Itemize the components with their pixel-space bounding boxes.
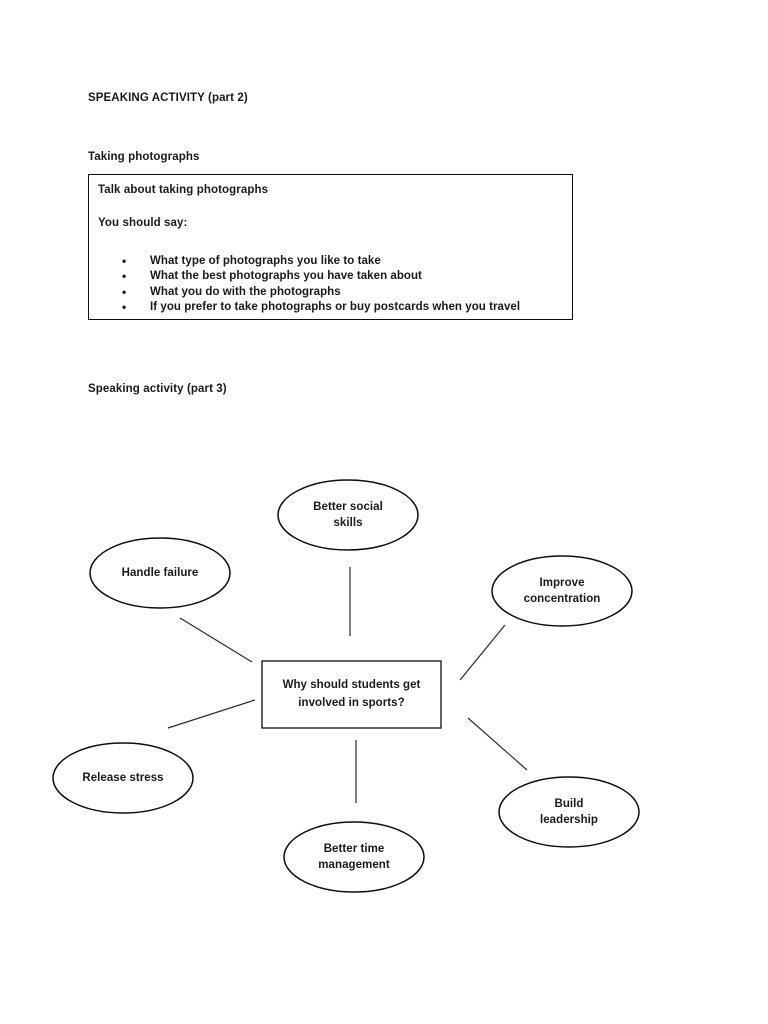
list-item-label: What type of photographs you like to tak…: [150, 255, 381, 267]
mindmap-node-better-time-management: [283, 821, 425, 893]
list-item: • What the best photographs you have tak…: [98, 269, 520, 284]
list-item-label: If you prefer to take photographs or buy…: [150, 301, 521, 314]
cue-card-prompt: You should say:: [98, 217, 188, 229]
bullet-dot-icon: •: [122, 300, 127, 315]
mindmap-canvas: [52, 479, 640, 893]
part2-topic-heading: Taking photographs: [88, 151, 200, 163]
mindmap-center-node: [261, 660, 442, 729]
bullet-dot-icon: •: [122, 269, 127, 284]
connector-improve-concentration: [459, 624, 506, 681]
mindmap-diagram: Why should students get involved in spor…: [0, 440, 768, 930]
connector-build-leadership: [467, 717, 528, 771]
list-item: • What you do with the photographs: [98, 285, 520, 300]
mindmap-node-better-social-skills: [277, 479, 419, 551]
mindmap-node-handle-failure: [89, 537, 231, 609]
cue-card-bullet-list: • What type of photographs you like to t…: [98, 254, 520, 316]
mindmap-center-label: Why should students get involved in spor…: [282, 679, 421, 709]
cue-card-title: Talk about taking photographs: [98, 184, 269, 196]
mindmap-node-release-stress: [52, 742, 194, 814]
part3-heading: Speaking activity (part 3): [88, 383, 227, 395]
list-item-label: What the best photographs you have taken…: [150, 270, 422, 283]
cue-card-box: Talk about taking photographs You should…: [88, 174, 573, 320]
mindmap-node-build-leadership: [498, 776, 640, 848]
mindmap-node-improve-concentration: [491, 555, 633, 627]
list-item: • If you prefer to take photographs or b…: [98, 300, 520, 315]
connector-release-stress: [167, 699, 256, 729]
connector-handle-failure: [179, 617, 253, 663]
list-item: • What type of photographs you like to t…: [98, 254, 520, 269]
list-item-label: What you do with the photographs: [150, 285, 341, 298]
bullet-dot-icon: •: [122, 254, 127, 268]
bullet-dot-icon: •: [122, 284, 127, 299]
part2-heading: SPEAKING ACTIVITY (part 2): [88, 92, 248, 104]
